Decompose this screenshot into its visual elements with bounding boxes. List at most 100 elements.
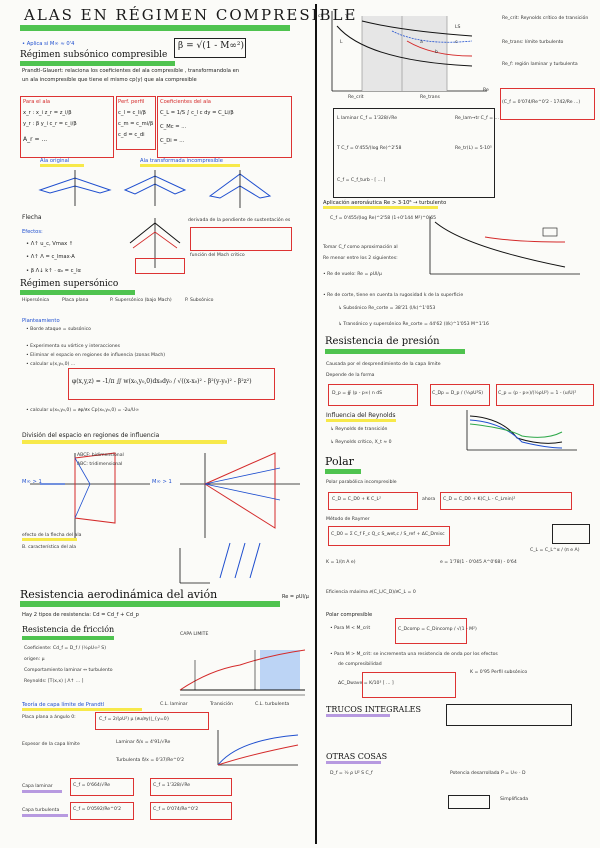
chart-b-label: b — [435, 50, 438, 55]
lam-trans-row: Re_lam→tr C_f = ... — [455, 116, 499, 121]
super-col-1: Hipersónica — [22, 298, 50, 303]
transition-label: Transición — [210, 702, 233, 707]
flecha-label: Flecha — [22, 214, 42, 221]
capa-laminar-highlight — [22, 790, 62, 793]
flecha-sketch — [129, 218, 181, 268]
turbulent-row: T C_f = 0'455/(log Re)^2'58 — [337, 146, 402, 151]
super-col-2: Placa plana — [62, 298, 89, 303]
cp-box — [496, 384, 594, 406]
flecha-formula-box — [190, 227, 292, 251]
placa-plana-label: Placa plana a ángulo 0: — [22, 715, 76, 720]
efecto-1: • Λ↑ u_c, Vmax ↑ — [26, 241, 74, 247]
subsonic-heading: Régimen subsónico compresible — [20, 50, 168, 60]
wing-original-highlight — [40, 164, 84, 167]
page-title: ALAS EN RÉGIMEN COMPRESIBLE — [24, 6, 358, 24]
cl-laminar-label: C.L. laminar — [160, 702, 188, 707]
supersonic-heading: Régimen supersónico — [20, 279, 119, 289]
turb-cf1: C_f = 0'0592/Re^0'2 — [73, 807, 122, 812]
plan-line-4: • calcular u(x,y₀,0) ... — [26, 362, 76, 367]
cf-formula-right: C_f = 0'455/(log Re)^2'58 (1+0'144 M²)^0… — [330, 216, 437, 221]
capa-turb-highlight — [22, 814, 68, 817]
efectos-label: Efectos: — [22, 229, 43, 235]
cd0-box — [328, 526, 450, 546]
turb-cf2: C_f = 0'074/Re^0'2 — [153, 807, 199, 812]
polar-heading: Polar — [325, 455, 354, 468]
cf-equation: C_f = 2/(ρU²) μ (∂u/∂y)|_{y=0} — [99, 717, 170, 722]
column-divider — [315, 4, 317, 844]
friccion-heading: Resistencia de fricción — [22, 625, 115, 634]
combined-row: C_f = C_f_turb - [ ... ] — [337, 178, 386, 183]
phi-formula: φ(x,y,z) = -1/π ∬ w(x₀,y₀,0)dx₀dy₀ / √((… — [72, 378, 252, 385]
applies-text: • Aplica si M∞ ≈ 0'4 — [22, 41, 75, 47]
cdcomp-formula: C_Dcomp = C_Dincomp / √(1 - M²) — [398, 627, 477, 632]
capa-turb-label: Capa turbulenta — [22, 808, 60, 813]
effect-highlight — [22, 538, 77, 541]
resistance-heading: Resistencia aerodinámica del avión — [20, 588, 218, 601]
mach-label-left: M∞ > 1 — [22, 479, 42, 485]
cd-full: C_D = C_D0 + K(C_L - C_Lmin)² — [443, 497, 516, 502]
chart-l-label: L — [340, 40, 343, 45]
aplicacion-highlight — [323, 206, 438, 209]
dp-formula: D_p = ∯ (p - p∞) n dS — [332, 391, 383, 396]
re-ala-line: • Re de vuelo: Re = ρUl/μ — [323, 272, 382, 277]
profile-line-2: c_m = c_mi/β — [118, 121, 154, 127]
calc-u-line: • calcular u(x₀,y₀,0) = ∂φ/∂x Cp(x₀,y₀,0… — [26, 408, 140, 413]
effect-note-1: efecto de la flecha del ala — [22, 533, 82, 538]
thickness-curves — [217, 730, 299, 766]
k-values: K = 0'95 Perfil subsónico — [470, 670, 528, 675]
lam-cf1: C_f = 0'664/√Re — [73, 783, 111, 788]
friccion-highlight — [22, 636, 114, 640]
wing-line-2: y_r : β y_i c_r = c_i/β — [23, 121, 77, 127]
chart-retrans: Re_trans — [420, 95, 440, 100]
lam-cf2-box — [150, 778, 232, 796]
division-highlight — [22, 440, 227, 444]
dp-box — [328, 384, 418, 406]
chart-ylabel: cf — [318, 14, 323, 19]
polar-highlight — [325, 469, 361, 474]
efecto-2: • Λ↑ Λ = c_lmax·A — [26, 254, 75, 260]
otras-highlight — [326, 761, 381, 764]
turb-partial-row: Re_tr(L) = 5·10⁵ — [455, 146, 492, 151]
friccion-line-1: Coeficiente: Cd_f = D_f / (½ρU∞² S) — [24, 646, 106, 651]
influencia-1: ↳ Reynolds de transición — [330, 427, 388, 432]
flecha-note-2: función del Mach critico — [190, 253, 245, 258]
wing-col-title: Para el ala — [23, 99, 51, 105]
polar-comp-label: Polar compresible — [326, 612, 373, 618]
re-note-1: Re_crit: Reynolds crítico de transición — [502, 16, 589, 21]
presion-heading: Resistencia de presión — [325, 336, 440, 347]
influencia-label: Influencia del Reynolds — [326, 412, 396, 419]
re-corte-line: • Re de corte, tiene en cuenta la rugosi… — [323, 293, 464, 298]
wing-line-1: x_r : x_i z_r = z_i/β — [23, 110, 72, 116]
reynolds-formula: Re = ρUl/μ — [282, 594, 309, 600]
re-note-2: Re_trans: límite turbulento — [502, 40, 564, 45]
wing-original-label: Ala original — [40, 158, 70, 164]
presion-highlight — [325, 349, 465, 354]
e-formula: e = 1'78(1 - 0'045 A^0'68) - 0'64 — [440, 560, 517, 565]
re-cutoff-chart — [429, 217, 580, 275]
coeffs-box — [157, 96, 292, 158]
profile-line-1: c_l = c_li/β — [118, 110, 146, 116]
chart-a-label: a — [420, 40, 423, 45]
laminar-row: L laminar C_f = 1'328/√Re — [337, 116, 398, 121]
coeff-line-1: C_L = 1/S ∫ c_l c dy = C_Li/β — [160, 110, 234, 116]
coeff-line-3: C_Di = ... — [160, 138, 185, 144]
cdp-box — [430, 384, 490, 406]
friccion-line-4: Reynolds: [T(x,x) | Λ↑ ... ] — [24, 679, 84, 684]
title-highlight — [20, 25, 290, 31]
friccion-line-3: Comportamiento laminar ↔ turbulento — [24, 668, 113, 673]
cf-equation-box — [95, 712, 209, 730]
super-col-3: P. Supersónico (bajo Mach) — [110, 298, 172, 303]
wing-trans-label: Ala transformada incompresible — [140, 158, 223, 164]
plan-line-1: • Borde ataque = subsónico — [26, 327, 91, 332]
effect-note-2: B. característica del ala — [22, 545, 77, 550]
cf-equation-box-right — [500, 88, 595, 120]
compresibilidad-line: de compresibilidad — [338, 662, 382, 667]
chart-recrit: Re_crit — [348, 95, 364, 100]
cf-equation-right: (C_f = 0'074/Re^0'2 - 1742/Re ...) — [502, 100, 581, 105]
chart-ls-label: LS — [455, 25, 461, 30]
profile-col-title: Perf. perfil — [118, 99, 145, 105]
subsonico-re: ↳ Subsónico Re_corte = 38'21 (l/k)^1'053 — [338, 306, 436, 311]
plan-line-3: • Eliminar el espacio en regiones de inf… — [26, 353, 166, 358]
simplified-box — [448, 795, 490, 809]
chart-t-label: T — [345, 15, 348, 20]
